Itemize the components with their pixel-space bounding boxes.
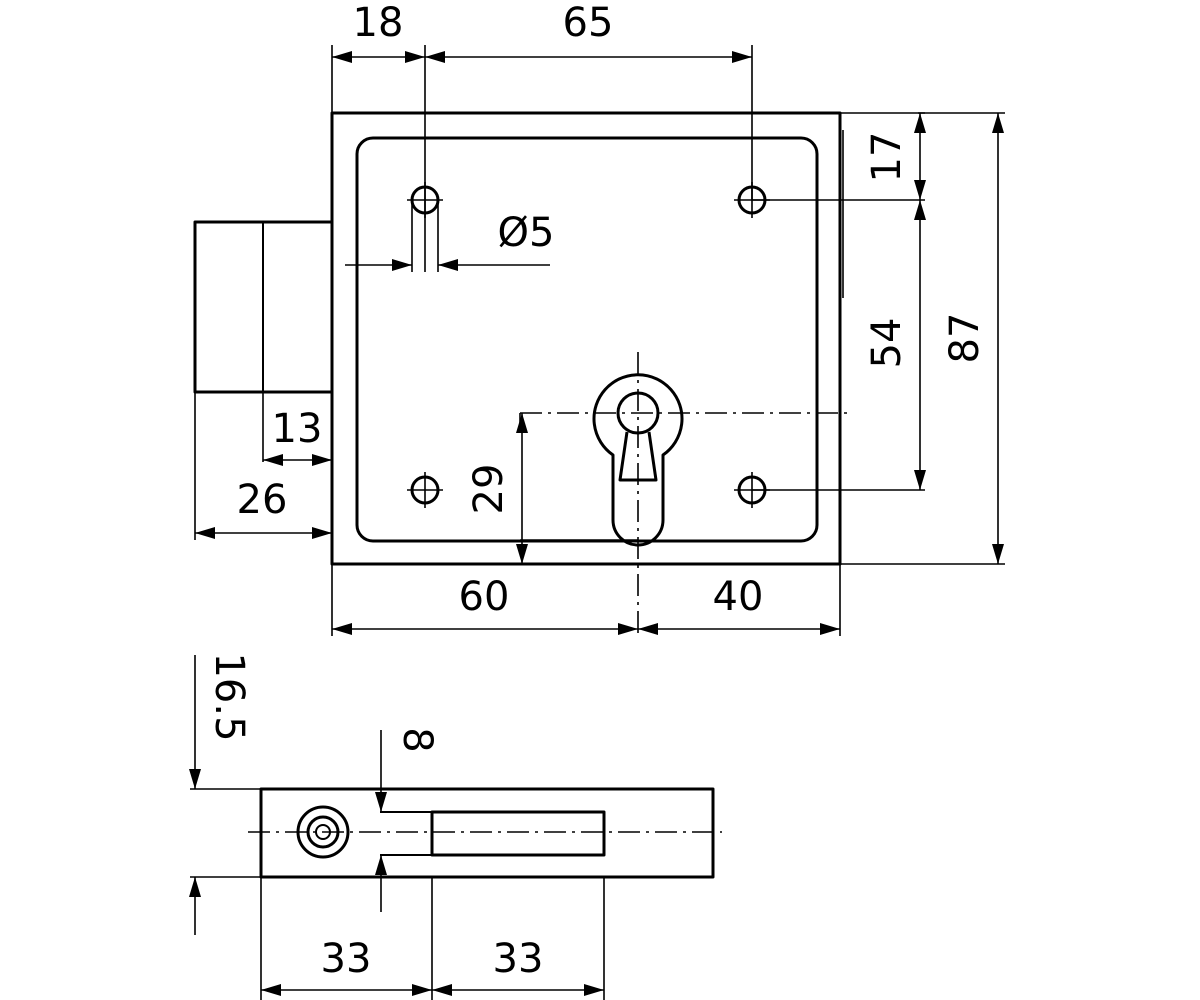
lock-case-outline bbox=[330, 111, 842, 566]
side-view: 16.5 8 33 33 bbox=[189, 652, 722, 1000]
dim-top-hole-offset: 17 bbox=[864, 132, 910, 183]
side-case-outline bbox=[259, 787, 715, 879]
front-view-arrowheads bbox=[195, 51, 1004, 635]
dim-keyhole-height: 29 bbox=[466, 464, 512, 515]
dim-hole-spacing-vertical: 54 bbox=[864, 318, 910, 369]
dim-side-segment-right: 33 bbox=[493, 936, 544, 982]
dim-hole-diameter: Ø5 bbox=[498, 210, 555, 256]
lock-inner-plate bbox=[355, 136, 819, 543]
front-view: 18 65 Ø5 17 54 87 13 26 29 60 40 bbox=[193, 0, 1005, 636]
dim-bolt-thickness: 8 bbox=[394, 727, 440, 752]
side-bolt-outline bbox=[430, 810, 606, 857]
dim-side-segment-left: 33 bbox=[321, 936, 372, 982]
dim-top-left-width: 18 bbox=[353, 0, 404, 46]
dim-hole-spacing-horizontal: 65 bbox=[563, 0, 614, 46]
screw-holes bbox=[407, 182, 770, 508]
dim-keyhole-right-offset: 40 bbox=[713, 574, 764, 620]
cylinder-section bbox=[296, 805, 350, 859]
dim-total-height: 87 bbox=[942, 313, 988, 364]
dim-keyhole-left-offset: 60 bbox=[459, 574, 510, 620]
dim-bolt-inner-width: 13 bbox=[272, 406, 323, 452]
dim-side-thickness: 16.5 bbox=[206, 652, 252, 741]
dim-bolt-total-width: 26 bbox=[237, 477, 288, 523]
side-view-arrowheads bbox=[189, 769, 604, 996]
